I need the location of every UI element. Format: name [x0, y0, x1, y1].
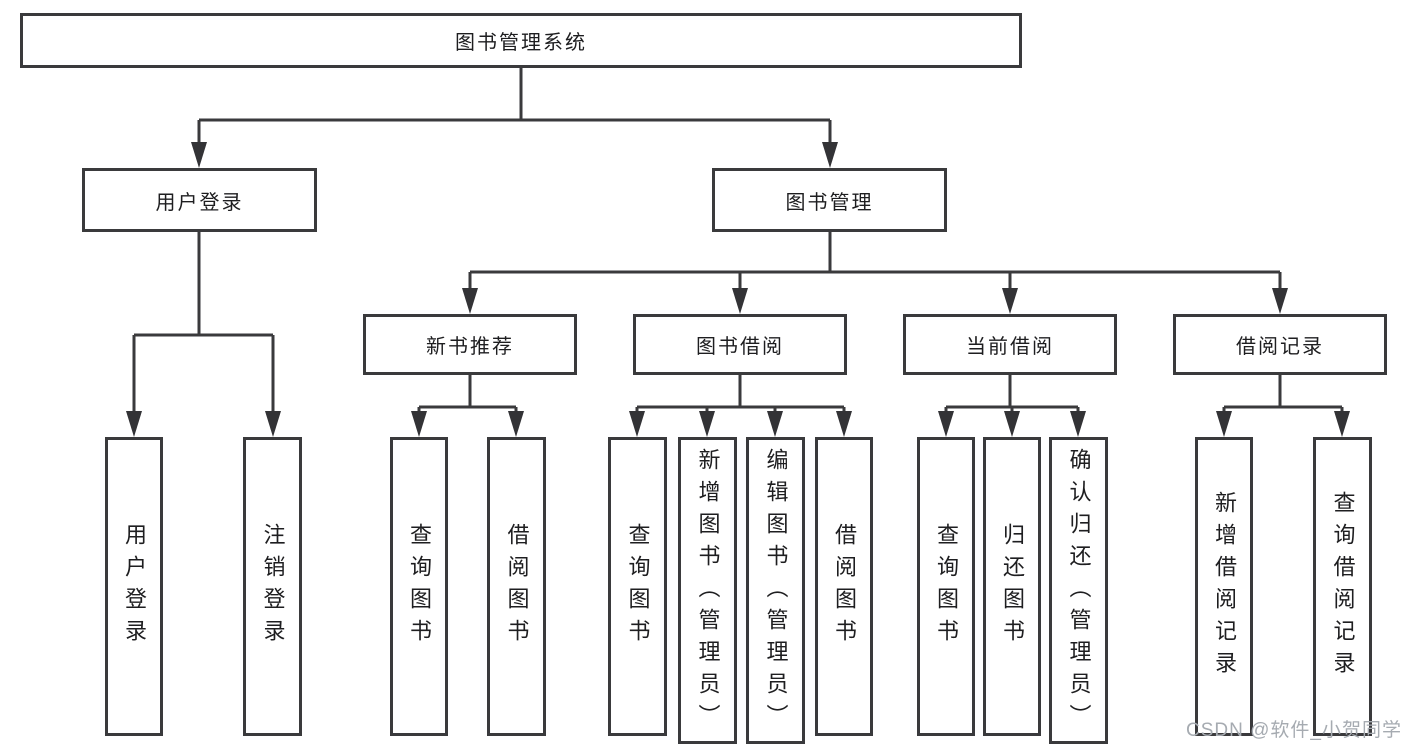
leaf-label: 用户登录	[122, 522, 147, 651]
leaf-query-books-2: 查询图书	[608, 437, 667, 736]
leaf-logout: 注销登录	[243, 437, 302, 736]
leaf-label: 查询图书	[407, 522, 432, 651]
leaf-query-books-3: 查询图书	[917, 437, 975, 736]
node-book-borrow: 图书借阅	[633, 314, 847, 375]
leaf-label: 注销登录	[260, 522, 286, 651]
leaf-label: 查询图书	[625, 522, 651, 651]
node-new-book-recommend: 新书推荐	[363, 314, 577, 375]
leaf-label: 编辑图书（管理员）	[763, 448, 789, 736]
leaf-borrow-books-2: 借阅图书	[815, 437, 873, 736]
leaf-add-book-admin: 新增图书（管理员）	[678, 437, 737, 744]
node-new-book-recommend-label: 新书推荐	[426, 336, 514, 358]
leaf-label: 借阅图书	[832, 522, 857, 651]
watermark: CSDN @软件_小贺同学	[1186, 720, 1402, 741]
node-book-borrow-label: 图书借阅	[696, 336, 784, 358]
node-borrow-records: 借阅记录	[1173, 314, 1387, 375]
leaf-label: 确认归还（管理员）	[1066, 448, 1092, 736]
node-root-label: 图书管理系统	[455, 32, 587, 54]
arrowhead-icons	[126, 142, 1350, 437]
leaf-label: 查询借阅记录	[1330, 490, 1356, 683]
leaf-label: 查询图书	[934, 522, 959, 651]
leaf-label: 新增图书（管理员）	[695, 448, 721, 736]
leaf-label: 归还图书	[1000, 522, 1025, 651]
node-book-management-label: 图书管理	[785, 191, 874, 214]
leaf-query-books-1: 查询图书	[390, 437, 448, 736]
node-borrow-records-label: 借阅记录	[1236, 336, 1324, 358]
leaf-confirm-return-admin: 确认归还（管理员）	[1049, 437, 1108, 744]
node-user-login: 用户登录	[82, 168, 317, 232]
node-book-management: 图书管理	[712, 168, 947, 232]
leaf-query-borrow-record: 查询借阅记录	[1313, 437, 1372, 736]
leaf-user-login: 用户登录	[105, 437, 163, 736]
node-current-borrow-label: 当前借阅	[966, 336, 1054, 358]
leaf-add-borrow-record: 新增借阅记录	[1195, 437, 1253, 736]
connector-paths	[132, 68, 1344, 413]
node-user-login-label: 用户登录	[155, 191, 244, 214]
node-current-borrow: 当前借阅	[903, 314, 1117, 375]
leaf-return-book: 归还图书	[983, 437, 1041, 736]
leaf-label: 新增借阅记录	[1212, 490, 1237, 683]
leaf-borrow-books-1: 借阅图书	[487, 437, 546, 736]
leaf-edit-book-admin: 编辑图书（管理员）	[746, 437, 805, 744]
node-root: 图书管理系统	[20, 13, 1022, 68]
leaf-label: 借阅图书	[504, 522, 530, 651]
